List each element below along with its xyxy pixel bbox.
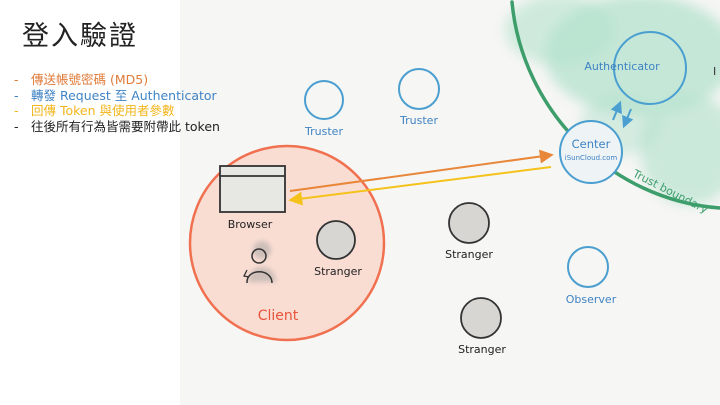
browser-label: Browser [228,218,273,231]
browser-window-icon[interactable] [219,165,286,213]
request-arrow [289,149,554,192]
user-icon [243,241,276,284]
stranger-node-1[interactable] [316,220,356,260]
bullet-return-token: -回傳 Token 與使用者參數 [14,103,220,119]
stranger-label-3: Stranger [458,343,506,356]
client-label: Client [258,308,299,324]
truster-node-2[interactable] [398,68,440,110]
bullet-dash: - [14,103,19,118]
center-sublabel: iSunCloud.com [565,154,618,162]
trusted-cloud [505,0,720,205]
authenticator-to-center-arrow [622,108,634,129]
bullet-forward-request: -轉發 Request 至 Authenticator [14,88,220,104]
stranger-node-2[interactable] [448,202,490,244]
truster-label-2: Truster [399,114,438,127]
bullet-dash: - [14,87,19,103]
stranger-node-3[interactable] [460,297,502,339]
token-arrow [288,166,552,206]
center-label: Center [572,137,611,151]
stranger-label-2: Stranger [445,248,493,261]
authenticator-label: Authenticator [584,60,660,73]
truster-label-1: Truster [304,125,343,138]
bullet-text: 轉發 Request 至 Authenticator [31,87,217,103]
bullet-text: 傳送帳號密碼 (MD5) [31,72,149,87]
bullet-send-credentials: -傳送帳號密碼 (MD5) [14,72,220,88]
bullet-text: 回傳 Token 與使用者參數 [31,103,175,118]
truster-node-1[interactable] [304,80,344,120]
authenticator-node[interactable] [613,31,687,105]
page-title: 登入驗證 [22,21,138,52]
left-panel [0,0,180,405]
bullet-attach-token: -往後所有行為皆需要附帶此 token [14,119,220,135]
observer-node[interactable] [567,246,609,288]
center-node[interactable] [559,120,623,184]
stranger-label-1: Stranger [314,265,362,278]
bullet-dash: - [14,72,19,87]
bullet-text: 往後所有行為皆需要附帶此 token [31,118,220,134]
bullet-dash: - [14,118,19,134]
edge-mark: I [713,65,716,78]
bullet-list: -傳送帳號密碼 (MD5) -轉發 Request 至 Authenticato… [14,72,220,134]
observer-label: Observer [566,293,617,306]
center-to-authenticator-arrow [610,100,622,121]
